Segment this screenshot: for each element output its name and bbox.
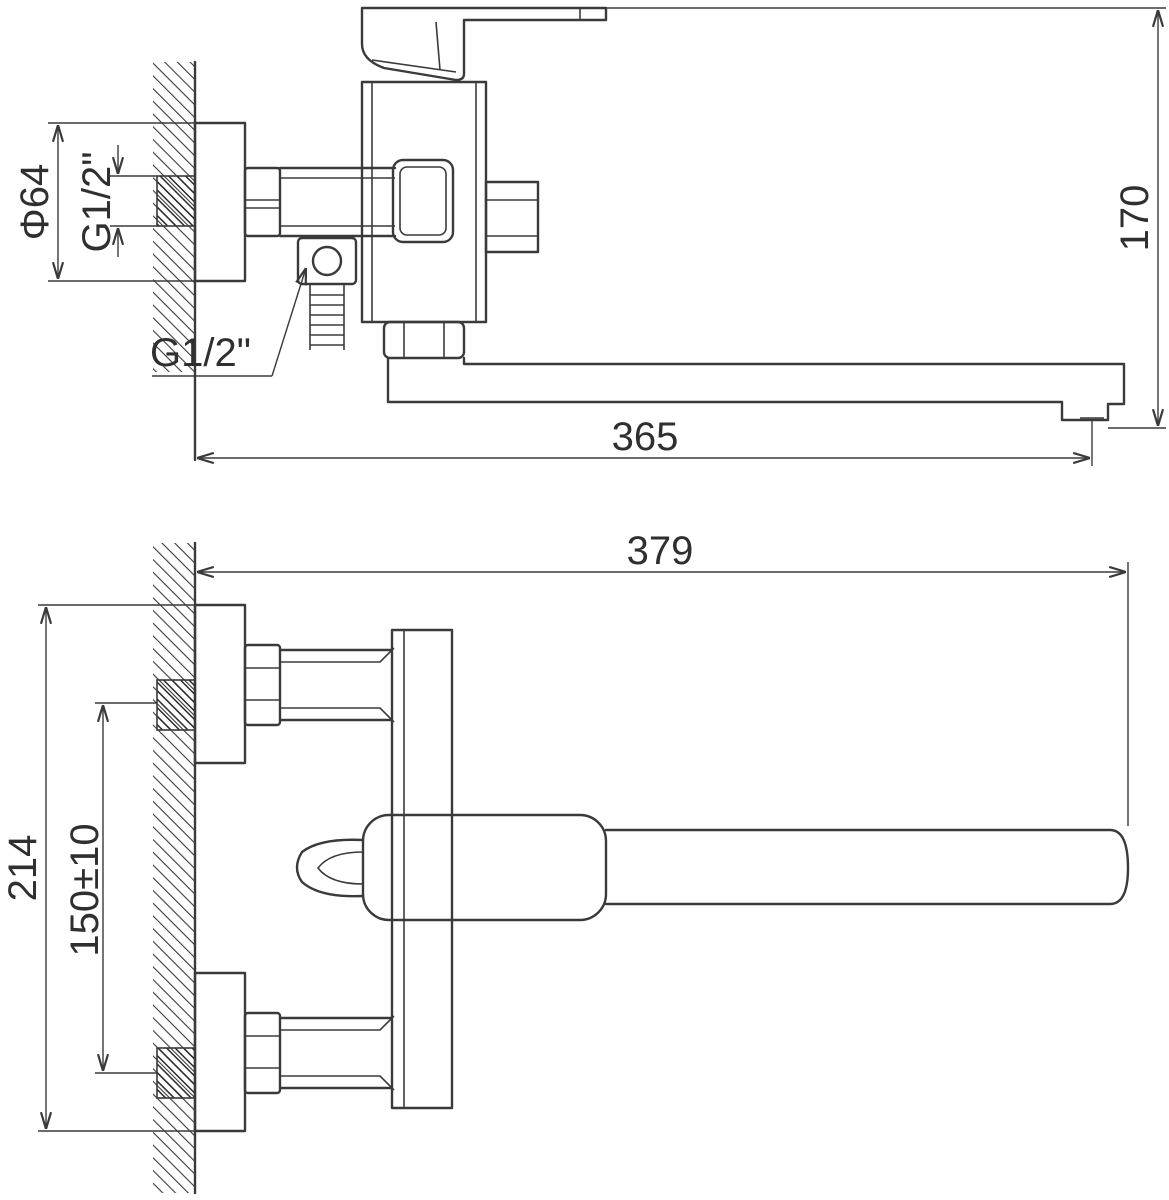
label-365: 365 bbox=[612, 415, 679, 459]
dimension-g12-left: G1/2" bbox=[75, 145, 157, 257]
dimension-214: 214 bbox=[1, 604, 195, 1132]
bottom-view: 379 214 150±10 bbox=[1, 529, 1130, 1195]
eccentric-lower bbox=[156, 971, 395, 1133]
shower-outlet-top bbox=[296, 236, 358, 350]
eccentric-upper bbox=[156, 603, 395, 765]
spout-top bbox=[386, 356, 1126, 422]
wall-flange-top bbox=[193, 121, 247, 283]
top-view: Φ64 G1/2" G1/2" 170 365 bbox=[13, 6, 1166, 466]
lever-handle-top bbox=[360, 6, 608, 82]
connecting-pipe-top bbox=[278, 166, 397, 238]
dimension-170: 170 bbox=[606, 7, 1166, 429]
wall-top bbox=[153, 60, 197, 462]
hex-nut-top bbox=[243, 166, 282, 238]
spout-bottom bbox=[295, 813, 1130, 922]
dimension-phi64: Φ64 bbox=[13, 122, 195, 282]
thread-inlet-top bbox=[156, 175, 196, 227]
dimension-150: 150±10 bbox=[63, 702, 157, 1074]
label-g12-left: G1/2" bbox=[75, 152, 119, 253]
dimension-379: 379 bbox=[197, 529, 1129, 826]
mixer-body-bottom bbox=[390, 628, 454, 1110]
bottom-nut-top bbox=[382, 320, 466, 360]
label-379: 379 bbox=[627, 529, 694, 573]
mixer-body-top bbox=[360, 80, 540, 324]
label-phi64: Φ64 bbox=[13, 164, 57, 240]
label-214: 214 bbox=[1, 835, 45, 902]
dimension-g12-bottom: G1/2" bbox=[150, 268, 306, 377]
label-170: 170 bbox=[1113, 185, 1157, 252]
dimension-365: 365 bbox=[197, 415, 1093, 466]
label-g12-bottom: G1/2" bbox=[150, 331, 251, 375]
label-150: 150±10 bbox=[63, 823, 107, 956]
